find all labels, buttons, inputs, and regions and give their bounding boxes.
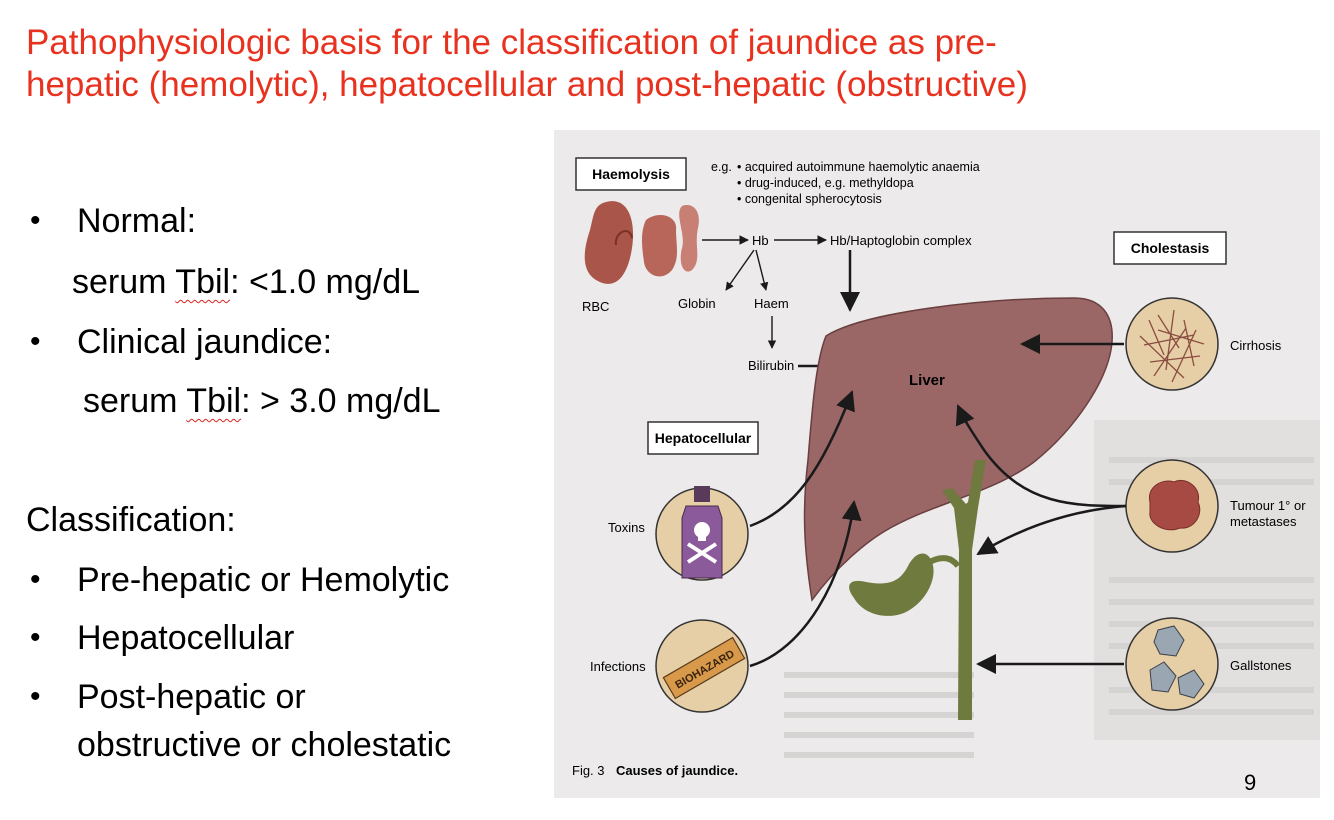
slide-title-line-1: Pathophysiologic basis for the classific… <box>26 23 997 62</box>
cirrhosis-fibers <box>1139 309 1205 383</box>
bullet-normal: • <box>30 204 41 237</box>
bile-duct <box>942 460 986 720</box>
clinical-label: Clinical jaundice: <box>77 323 333 361</box>
bullet-class-3: • <box>30 680 41 713</box>
arrow-hb-to-haem <box>755 249 769 291</box>
gall-bladder <box>849 553 934 616</box>
toxins-label: Toxins <box>608 520 645 535</box>
haem-label: Haem <box>754 296 789 311</box>
slide-title-line-2: hepatic (hemolytic), hepatocellular and … <box>26 65 1028 104</box>
jaundice-causes-figure: Haemolysis e.g. • acquired autoimmune ha… <box>554 130 1320 798</box>
slide-title: Pathophysiologic basis for the classific… <box>26 22 1316 106</box>
tumour-label-line-2: metastases <box>1230 514 1297 529</box>
class-item-3: Post-hepatic or <box>77 678 306 716</box>
liver-shape <box>803 297 1113 602</box>
class-item-1: Pre-hepatic or Hemolytic <box>77 561 450 599</box>
hepatocellular-box <box>647 421 759 455</box>
class-item-4: obstructive or cholestatic <box>77 726 452 764</box>
bullet-clinical: • <box>30 325 41 358</box>
cirrhosis-label: Cirrhosis <box>1230 338 1282 353</box>
gallstones-label: Gallstones <box>1230 658 1292 673</box>
example-1: • acquired autoimmune haemolytic anaemia <box>737 160 980 174</box>
normal-value-term: Tbil <box>175 263 231 301</box>
arrow-hb-to-globin <box>725 249 755 291</box>
clinical-value-term: Tbil <box>186 382 242 420</box>
rbc-label: RBC <box>582 299 609 314</box>
gallstone-shapes <box>1149 625 1205 699</box>
normal-value: serum Tbil: <1.0 mg/dL <box>72 262 420 302</box>
arrow-tumour-to-liver <box>955 404 1127 508</box>
cystic-duct <box>924 555 961 568</box>
liver-label: Liver <box>909 372 945 389</box>
example-3: • congenital spherocytosis <box>737 192 882 206</box>
normal-label: Normal: <box>77 202 197 240</box>
normal-value-prefix: serum <box>72 263 176 301</box>
clinical-value-prefix: serum <box>83 382 187 420</box>
example-2: • drug-induced, e.g. methyldopa <box>737 176 914 190</box>
hb-complex-label: Hb/Haptoglobin complex <box>830 233 972 248</box>
bullet-class-2: • <box>30 621 41 654</box>
arrow-tumour-to-duct <box>976 504 1127 556</box>
cholestasis-label: Cholestasis <box>1131 240 1210 256</box>
clinical-value-rest: : > 3.0 mg/dL <box>241 382 441 420</box>
arrow-toxins-to-liver <box>749 390 855 528</box>
hepatocellular-label: Hepatocellular <box>655 430 752 446</box>
arrow-infections-to-liver <box>749 500 862 668</box>
haemolysis-box <box>575 157 687 191</box>
infections-label: Infections <box>590 659 646 674</box>
haemolysis-label: Haemolysis <box>592 166 670 182</box>
class-item-2: Hepatocellular <box>77 619 295 657</box>
cholestasis-box <box>1113 231 1227 265</box>
normal-value-rest: : <1.0 mg/dL <box>230 263 421 301</box>
cirrhosis-icon <box>1125 297 1219 391</box>
hb-label: Hb <box>752 233 769 248</box>
clinical-value: serum Tbil: > 3.0 mg/dL <box>83 381 441 421</box>
page-number: 9 <box>1244 770 1257 795</box>
figure-caption-prefix: Fig. 3 <box>572 763 605 778</box>
eg-prefix: e.g. <box>711 160 732 174</box>
tumour-label-line-1: Tumour 1° or <box>1230 498 1306 513</box>
red-blood-cell-icon <box>584 201 699 284</box>
tumour-mass <box>1148 480 1201 531</box>
bullet-class-1: • <box>30 563 41 596</box>
classification-heading: Classification: <box>26 501 236 539</box>
globin-label: Globin <box>678 296 716 311</box>
poison-bottle-icon <box>681 486 723 579</box>
figure-caption: Causes of jaundice. <box>616 763 738 778</box>
bilirubin-label: Bilirubin <box>748 358 794 373</box>
